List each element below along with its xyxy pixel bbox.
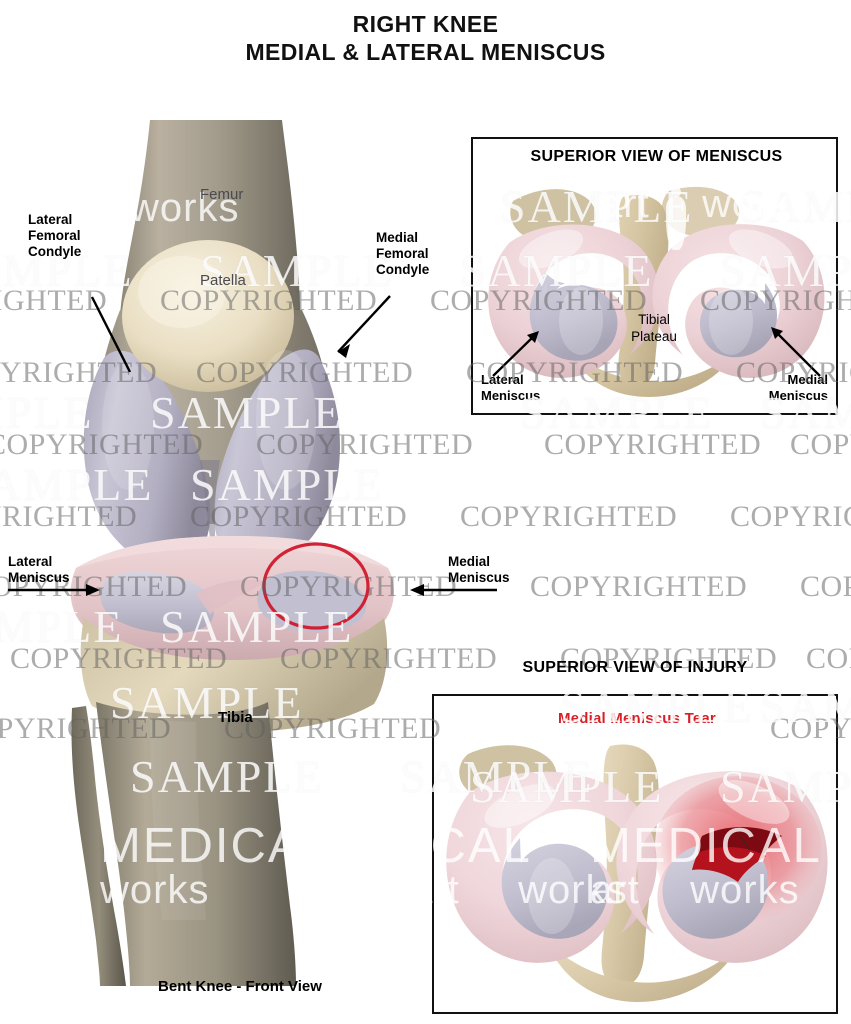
label-lateral-femoral-condyle: Lateral Femoral Condyle <box>28 212 82 259</box>
title-line-2: MEDIAL & LATERAL MENISCUS <box>245 39 606 66</box>
page-title: RIGHT KNEE MEDIAL & LATERAL MENISCUS <box>0 10 851 66</box>
inset-title-superior-injury: SUPERIOR VIEW OF INJURY <box>522 659 748 676</box>
inset-title-superior-meniscus: SUPERIOR VIEW OF MENISCUS <box>530 148 783 165</box>
inset-superior-view-of-injury: Medial Meniscus Tear <box>432 694 838 1014</box>
label-lateral-meniscus-main: Lateral Meniscus <box>8 554 70 585</box>
label-medial-meniscus-tear: Medial Meniscus Tear <box>558 710 716 727</box>
label-medial-meniscus-main: Medial Meniscus <box>448 554 510 585</box>
superior-injury-illustration <box>446 744 828 1002</box>
label-tibia: Tibia <box>218 709 253 726</box>
title-line-1: RIGHT KNEE <box>352 11 499 37</box>
label-femur: Femur <box>200 186 244 203</box>
bent-knee-front-view-illustration <box>70 120 394 986</box>
label-tibial-plateau: Tibial Plateau <box>631 312 677 344</box>
label-lateral-meniscus-inset: Lateral Meniscus <box>481 372 541 403</box>
injury-highlight-circle <box>262 542 370 630</box>
label-medial-meniscus-inset: Medial Meniscus <box>768 372 828 403</box>
caption-bent-knee-front-view: Bent Knee - Front View <box>158 978 322 995</box>
label-patella: Patella <box>200 272 246 289</box>
label-medial-femoral-condyle: Medial Femoral Condyle <box>376 230 430 277</box>
